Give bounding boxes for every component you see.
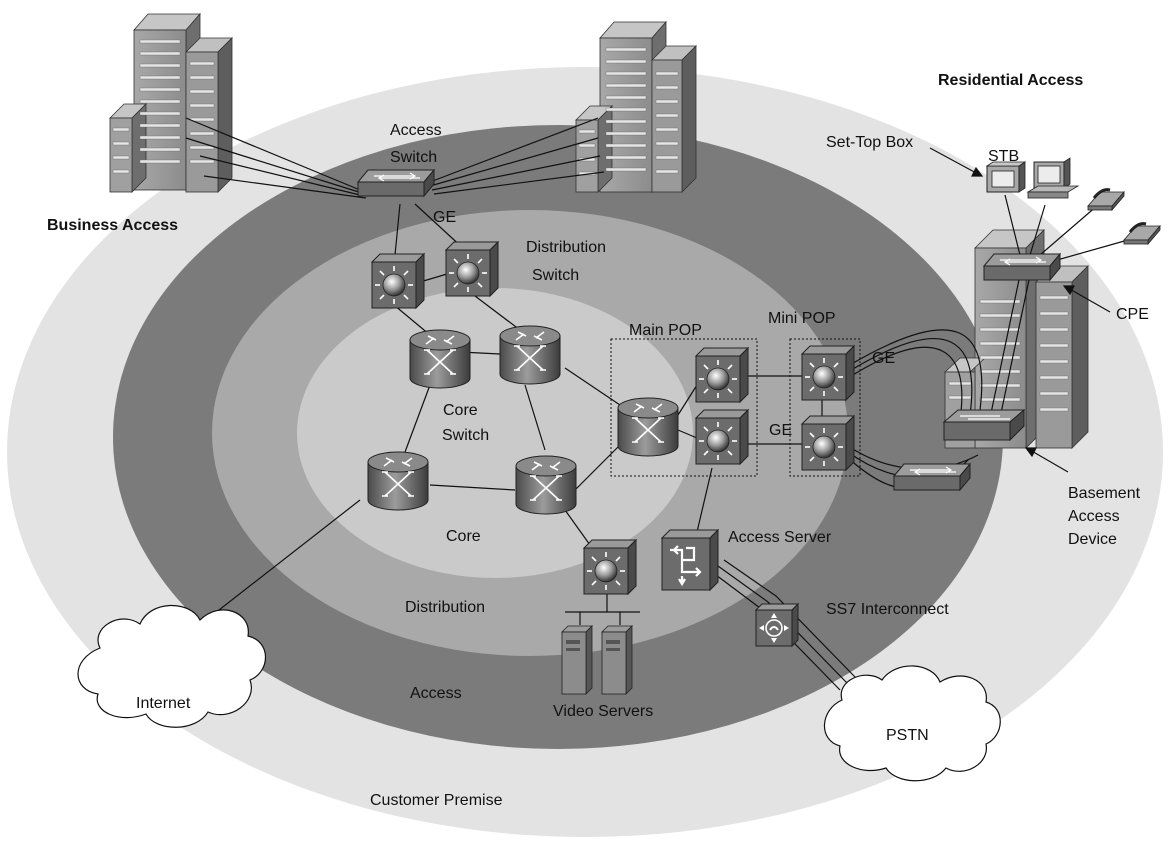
business-building-icon	[109, 12, 233, 193]
main-pop-switch-bottom-icon[interactable]	[695, 409, 749, 465]
residential-access-label: Residential Access	[938, 72, 1083, 89]
mini-pop-label: Mini POP	[768, 310, 836, 327]
customer-premise-label: Customer Premise	[370, 792, 503, 809]
ge-right-label: GE	[872, 350, 895, 367]
business-building-2-icon	[575, 20, 697, 194]
distribution-switch-label-1: Distribution	[526, 239, 606, 256]
distribution-switch-right-icon[interactable]	[445, 241, 499, 297]
set-top-box-icon[interactable]	[985, 161, 1027, 193]
cpe-label: CPE	[1116, 306, 1149, 323]
pstn-label: PSTN	[886, 727, 929, 744]
internet-label: Internet	[136, 695, 191, 712]
video-server-2-icon[interactable]	[601, 625, 633, 695]
pc-icon[interactable]	[1026, 157, 1080, 199]
internet-cloud-icon	[77, 604, 266, 728]
video-servers-label: Video Servers	[553, 703, 653, 720]
video-server-1-icon[interactable]	[561, 625, 593, 695]
business-access-label: Business Access	[47, 217, 178, 234]
main-pop-label: Main POP	[629, 322, 702, 339]
core-router-top-right-icon[interactable]	[499, 325, 561, 385]
ge-middle-label: GE	[769, 422, 792, 439]
access-server-icon[interactable]	[660, 528, 720, 592]
distribution-ring-label: Distribution	[405, 599, 485, 616]
outside-switch-icon[interactable]	[893, 463, 971, 491]
access-ring-label: Access	[410, 685, 462, 702]
stb-label: STB	[988, 148, 1019, 165]
ge-top-label: GE	[433, 209, 456, 226]
access-switch-label-2: Switch	[390, 149, 437, 166]
basement-access-device-icon[interactable]	[942, 408, 1026, 442]
annotation-arrows	[929, 147, 1111, 473]
labels: Business Access Residential Access Acces…	[47, 72, 1149, 809]
core-switch-label-2: Switch	[442, 427, 489, 444]
video-switch-icon[interactable]	[583, 539, 637, 595]
mini-pop-switch-top-icon[interactable]	[801, 345, 855, 401]
mini-pop-switch-bottom-icon[interactable]	[801, 415, 855, 471]
distribution-switch-label-2: Switch	[532, 267, 579, 284]
core-router-top-left-icon[interactable]	[409, 329, 471, 389]
phone-2-icon[interactable]	[1122, 222, 1162, 246]
basement-label-1: Basement	[1068, 485, 1141, 502]
access-server-label: Access Server	[728, 529, 832, 546]
core-router-bottom-right-icon[interactable]	[515, 455, 577, 515]
phone-1-icon[interactable]	[1086, 188, 1126, 212]
core-switch-label-1: Core	[443, 402, 478, 419]
ss7-gateway-icon[interactable]	[754, 602, 800, 648]
access-switch-icon[interactable]	[357, 169, 435, 197]
access-switch-label-1: Access	[390, 122, 442, 139]
distribution-switch-left-icon[interactable]	[371, 253, 425, 309]
set-top-box-label: Set-Top Box	[826, 134, 913, 151]
core-ring-label: Core	[446, 528, 481, 545]
cpe-switch-icon[interactable]	[983, 253, 1061, 281]
main-pop-switch-top-icon[interactable]	[695, 347, 749, 403]
main-pop-router-icon[interactable]	[617, 397, 679, 457]
basement-label-2: Access	[1068, 508, 1120, 525]
pstn-cloud-icon	[823, 665, 1001, 782]
mini-pop-box	[789, 338, 861, 477]
basement-label-3: Device	[1068, 531, 1117, 548]
ss7-interconnect-label: SS7 Interconnect	[826, 601, 949, 618]
main-pop-box	[610, 338, 758, 477]
core-router-bottom-left-icon[interactable]	[367, 451, 429, 511]
